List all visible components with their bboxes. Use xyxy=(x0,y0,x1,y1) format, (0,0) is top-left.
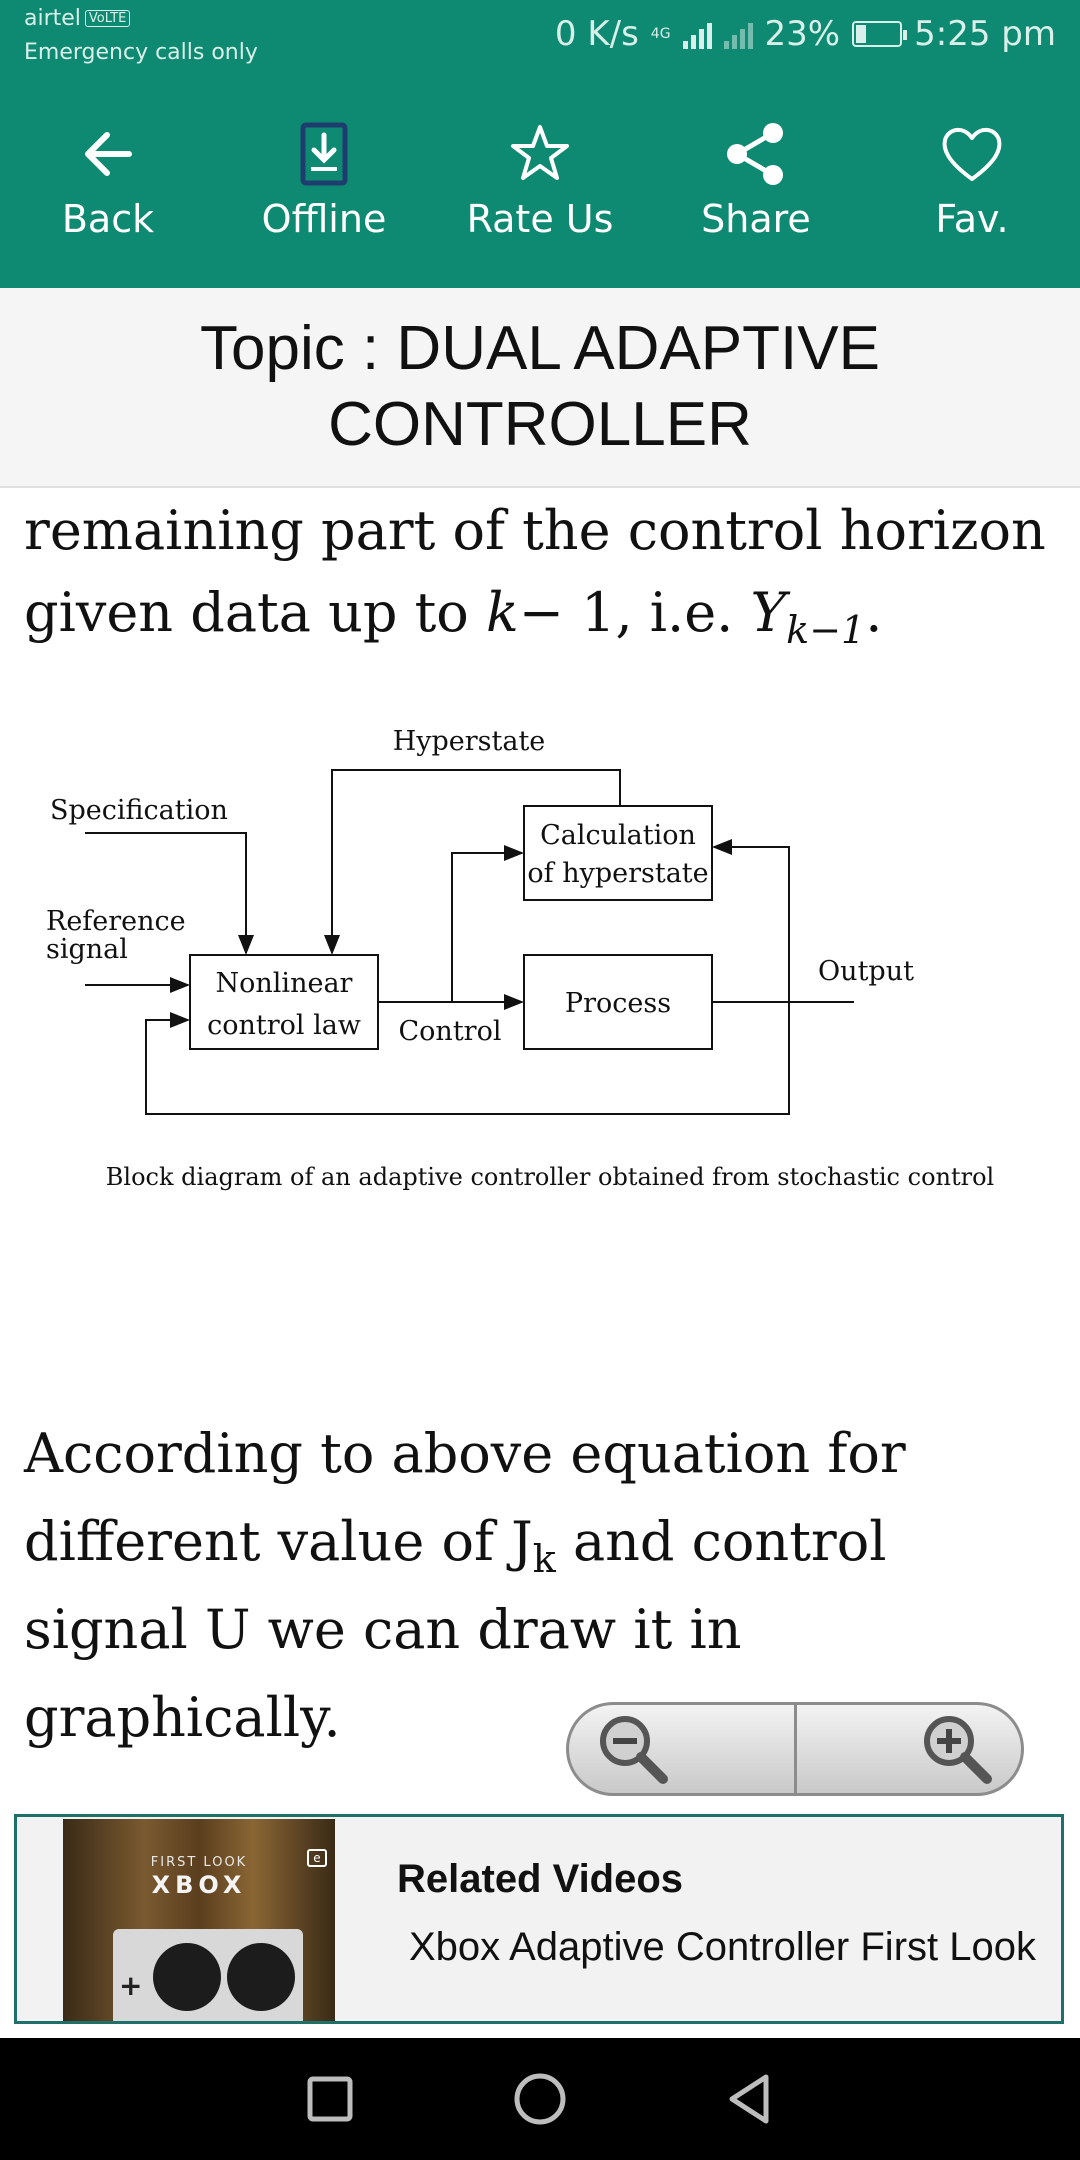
controller-button-2 xyxy=(227,1943,295,2011)
para1-line1: remaining part of the control horizon xyxy=(24,499,1046,562)
para1-k: k xyxy=(485,581,519,644)
clock: 5:25 pm xyxy=(914,14,1056,54)
para1-text-a: given data up to xyxy=(24,581,486,644)
star-icon xyxy=(511,125,569,180)
thumb-first-look: FIRST LOOK xyxy=(150,1855,248,1870)
para2-text-b: and control signal U we can draw it in g… xyxy=(24,1510,887,1749)
paragraph-1: remaining part of the control horizon gi… xyxy=(24,490,1054,654)
share-button[interactable]: Share xyxy=(648,72,864,288)
topic-title: Topic : DUAL ADAPTIVE CONTROLLER xyxy=(200,314,880,459)
para1-y: Y xyxy=(750,581,787,644)
related-videos-title: Related Videos xyxy=(397,1857,684,1901)
e-badge-icon: e xyxy=(307,1849,327,1867)
network-type: 4G xyxy=(650,26,671,42)
related-video-name[interactable]: Xbox Adaptive Controller First Look xyxy=(409,1925,1036,1969)
home-icon[interactable] xyxy=(510,2069,570,2129)
rate-us-label: Rate Us xyxy=(466,197,614,241)
battery-percent: 23% xyxy=(764,14,841,54)
signal-icon xyxy=(682,19,712,49)
battery-icon xyxy=(852,21,908,47)
download-icon xyxy=(300,122,348,186)
label-control: Control xyxy=(399,1016,502,1047)
video-thumbnail[interactable]: FIRST LOOK XBOX e + xyxy=(63,1819,335,2021)
related-videos-banner[interactable]: FIRST LOOK XBOX e + Related Videos Xbox … xyxy=(14,1814,1064,2024)
rate-us-button[interactable]: Rate Us xyxy=(432,72,648,288)
volte-badge: VoLTE xyxy=(84,10,131,27)
para1-text-b: − 1, i.e. xyxy=(518,581,751,644)
label-reference-2: signal xyxy=(46,934,128,965)
block-diagram: Hyperstate Specification Calculation of … xyxy=(46,726,994,1191)
paragraph-2: According to above equation for differen… xyxy=(24,1410,1054,1762)
favorite-label: Fav. xyxy=(935,197,1009,241)
label-hyperstate: Hyperstate xyxy=(393,726,546,757)
arrow-left-icon xyxy=(85,132,132,176)
diagram-caption: Block diagram of an adaptive controller … xyxy=(106,1163,994,1191)
back-button[interactable]: Back xyxy=(0,72,216,288)
label-calc-2: of hyperstate xyxy=(527,858,708,889)
signal-2-icon xyxy=(723,19,753,49)
zoom-out-icon xyxy=(600,1716,668,1784)
label-nonlinear-1: Nonlinear xyxy=(216,968,353,999)
status-right: 0 K/s 4G 23% 5:25 pm xyxy=(555,14,1056,54)
label-specification: Specification xyxy=(50,795,228,826)
offline-label: Offline xyxy=(261,197,387,241)
para1-sub: k−1 xyxy=(786,608,866,652)
share-icon xyxy=(727,123,783,185)
zoom-in-button[interactable] xyxy=(797,1705,1022,1793)
share-label: Share xyxy=(701,197,811,241)
controller-button-1 xyxy=(153,1943,221,2011)
recents-icon[interactable] xyxy=(300,2069,360,2129)
network-speed: 0 K/s xyxy=(554,14,639,54)
content-area[interactable]: remaining part of the control horizon gi… xyxy=(0,490,1080,1810)
thumb-xbox: XBOX xyxy=(151,1871,247,1899)
navigation-bar xyxy=(0,2038,1080,2160)
zoom-controls xyxy=(566,1702,1024,1796)
para2-text-a: According to above equation for differen… xyxy=(24,1422,906,1573)
dpad-icon: + xyxy=(119,1969,143,2002)
toolbar: Back Offline Rate Us Share Fav. xyxy=(0,72,1080,288)
back-label: Back xyxy=(61,197,155,241)
offline-button[interactable]: Offline xyxy=(216,72,432,288)
zoom-out-button[interactable] xyxy=(569,1705,797,1793)
para2-sub: k xyxy=(532,1537,556,1581)
emergency-text: Emergency calls only xyxy=(24,40,258,65)
label-process: Process xyxy=(565,988,671,1019)
favorite-button[interactable]: Fav. xyxy=(864,72,1080,288)
heart-icon xyxy=(942,128,1002,181)
zoom-in-icon xyxy=(924,1716,992,1784)
para1-end: . xyxy=(865,581,883,644)
back-nav-icon[interactable] xyxy=(720,2069,780,2129)
label-output: Output xyxy=(818,956,914,987)
label-calc-1: Calculation xyxy=(540,820,696,851)
battery-fill xyxy=(856,25,866,43)
label-reference-1: Reference xyxy=(46,906,186,937)
label-nonlinear-2: control law xyxy=(207,1010,361,1041)
topic-header: Topic : DUAL ADAPTIVE CONTROLLER xyxy=(0,288,1080,488)
controller-image: + xyxy=(113,1929,303,2021)
